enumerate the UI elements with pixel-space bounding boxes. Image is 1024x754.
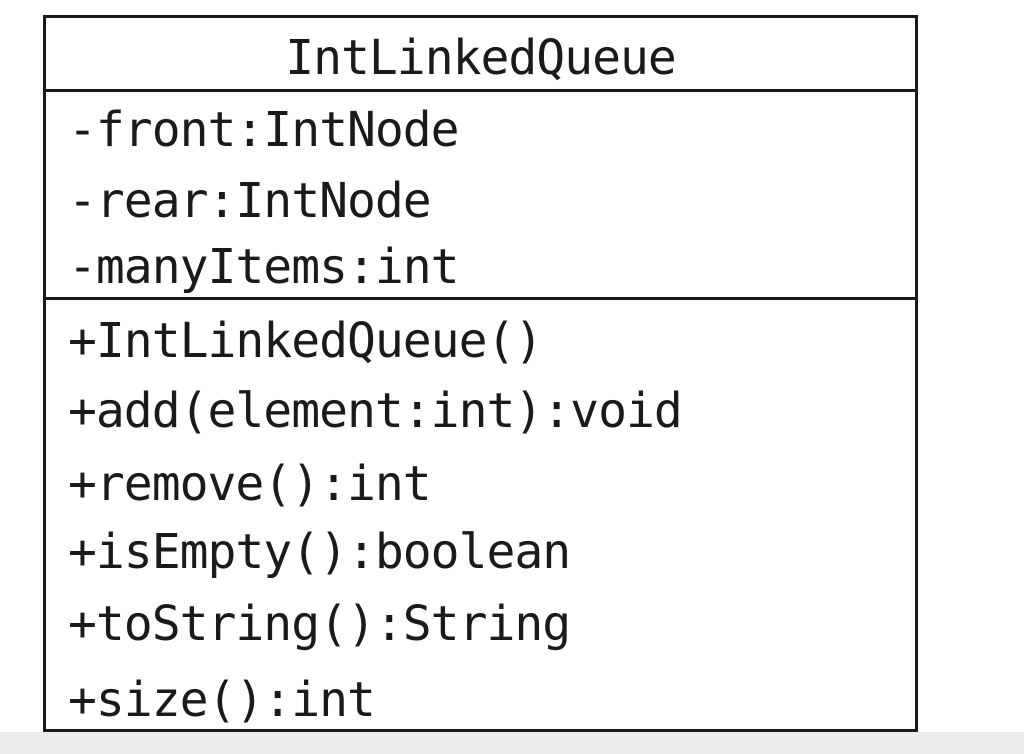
class-name-compartment: IntLinkedQueue bbox=[46, 18, 915, 92]
class-name: IntLinkedQueue bbox=[285, 30, 677, 86]
operation-size: +size():int bbox=[68, 672, 376, 728]
operation-to-string: +toString():String bbox=[68, 596, 571, 652]
attribute-front: -front:IntNode bbox=[68, 102, 460, 158]
operation-remove: +remove():int bbox=[68, 456, 432, 512]
attributes-compartment: -front:IntNode -rear:IntNode -manyItems:… bbox=[46, 92, 915, 300]
operations-compartment: +IntLinkedQueue() +add(element:int):void… bbox=[46, 300, 915, 729]
operation-is-empty: +isEmpty():boolean bbox=[68, 524, 571, 580]
bottom-strip bbox=[0, 732, 1024, 754]
uml-class-box: IntLinkedQueue -front:IntNode -rear:IntN… bbox=[43, 15, 918, 732]
operation-add: +add(element:int):void bbox=[68, 383, 683, 439]
operation-constructor: +IntLinkedQueue() bbox=[68, 313, 543, 369]
attribute-many-items: -manyItems:int bbox=[68, 239, 460, 295]
attribute-rear: -rear:IntNode bbox=[68, 173, 432, 229]
